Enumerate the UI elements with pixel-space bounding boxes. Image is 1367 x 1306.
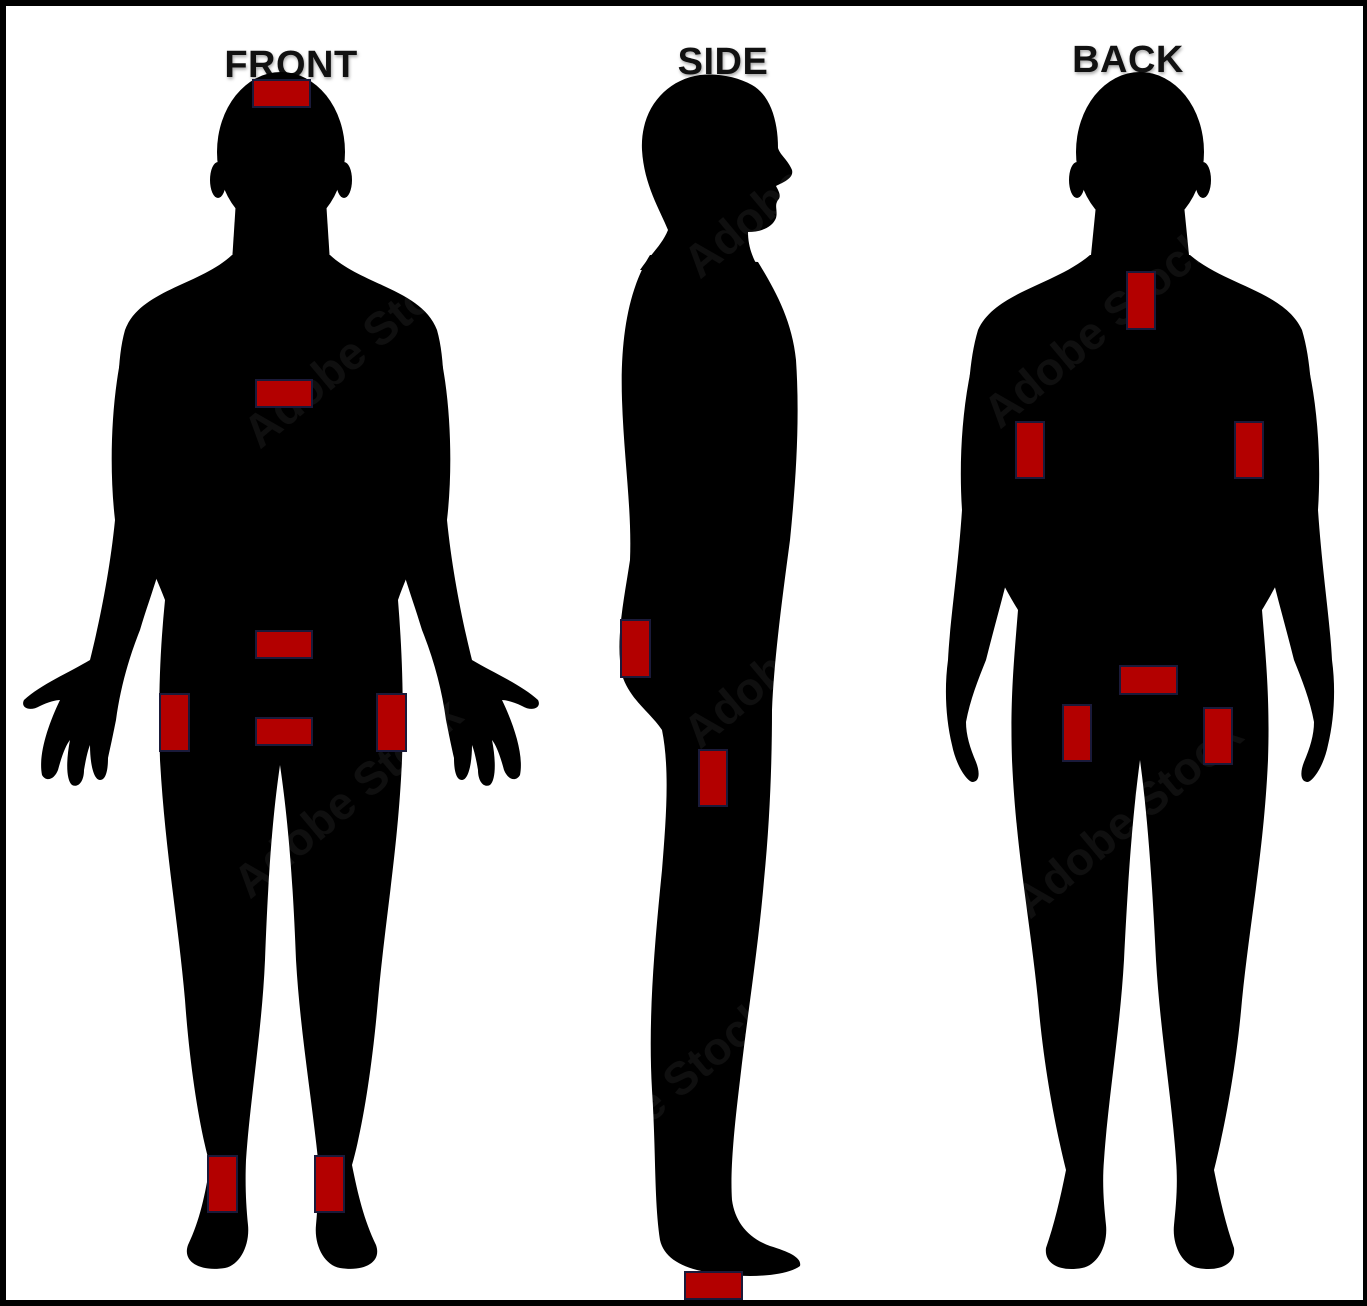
marker-back-right-side <box>1235 422 1263 478</box>
marker-side-buttock <box>621 620 650 677</box>
marker-front-left-hip <box>160 694 189 751</box>
marker-back-sacrum <box>1120 666 1177 694</box>
marker-back-right-glute <box>1204 708 1232 764</box>
marker-front-chest <box>256 380 312 407</box>
marker-front-right-hip <box>377 694 406 751</box>
front-silhouette <box>23 72 539 1269</box>
marker-front-left-ankle <box>208 1156 237 1212</box>
marker-side-back-knee <box>699 750 727 806</box>
marker-back-left-side <box>1016 422 1044 478</box>
marker-front-lower-abdomen <box>256 631 312 658</box>
marker-back-upper-spine <box>1127 272 1155 329</box>
marker-back-left-glute <box>1063 705 1091 761</box>
marker-side-heel <box>685 1272 742 1299</box>
marker-front-groin <box>256 718 312 745</box>
marker-front-forehead <box>253 80 310 107</box>
marker-front-right-ankle <box>315 1156 344 1212</box>
